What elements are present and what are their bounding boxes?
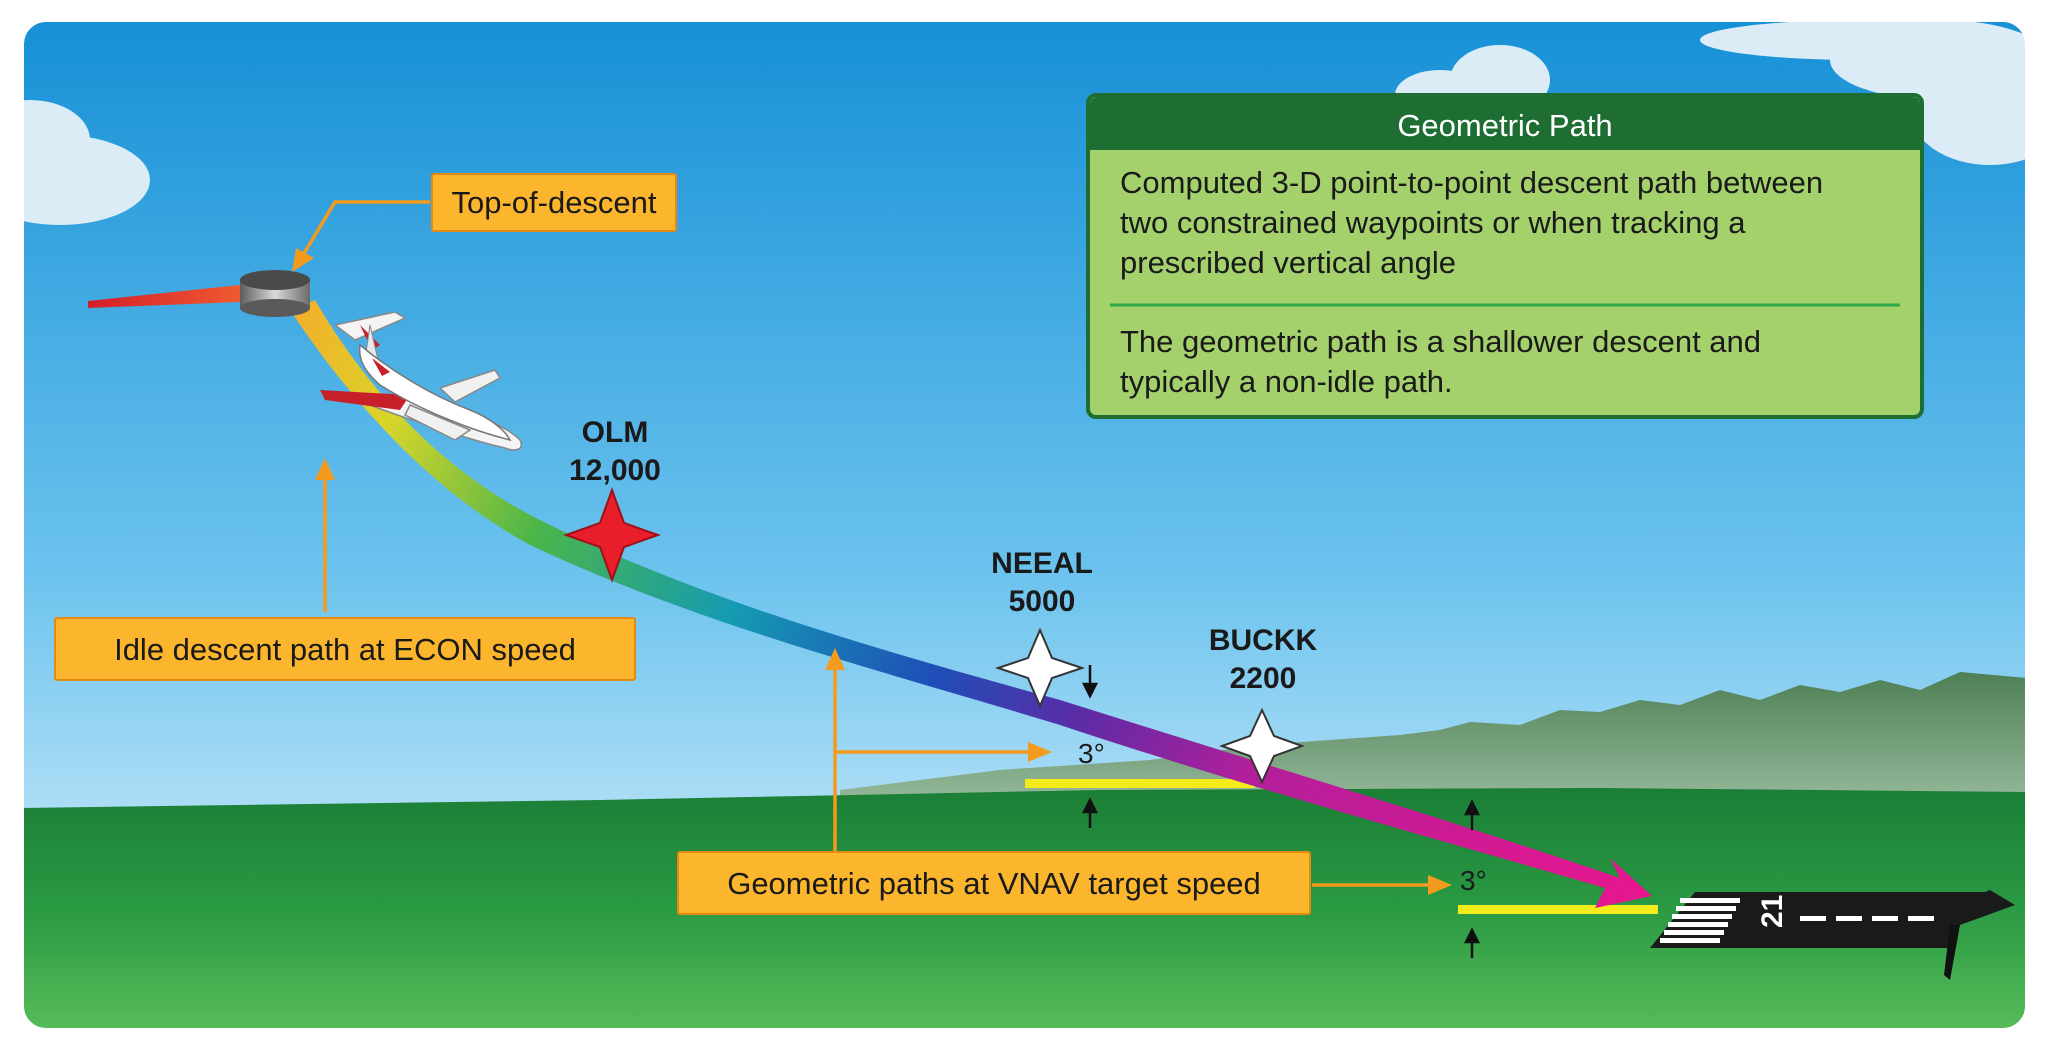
waypoint-altitude: 12,000	[569, 454, 661, 487]
callout-label: Geometric paths at VNAV target speed	[727, 866, 1261, 901]
callout-label: Idle descent path at ECON speed	[114, 632, 576, 667]
leader-lines	[298, 200, 1430, 887]
waypoint-name: BUCKK	[1209, 624, 1318, 657]
waypoint-star-icon	[1219, 707, 1305, 785]
info-box-text: The geometric path is a shallower descen…	[1120, 324, 1761, 359]
callout-top-of-descent: Top-of-descent	[431, 173, 677, 232]
waypoint-star-icon	[994, 627, 1086, 709]
waypoint-star-icon	[562, 487, 662, 583]
info-box-text: prescribed vertical angle	[1120, 245, 1456, 280]
waypoint-name: OLM	[582, 416, 649, 449]
runway: 21	[1650, 890, 2015, 980]
airplane-icon	[320, 311, 522, 451]
runway-number: 21	[1756, 895, 1789, 928]
callout-geometric-paths: Geometric paths at VNAV target speed	[677, 851, 1311, 915]
glide-reference-line-2	[1458, 905, 1658, 914]
waypoint-name: NEEAL	[991, 547, 1093, 580]
info-box-text: typically a non-idle path.	[1120, 364, 1453, 399]
altitude-markers	[1081, 665, 1481, 958]
waypoint-altitude: 2200	[1230, 662, 1297, 695]
glide-reference-line-1	[1025, 779, 1255, 788]
waypoint-altitude: 5000	[1009, 585, 1076, 618]
descent-path	[290, 300, 1652, 908]
angle-label-1: 3°	[1078, 738, 1105, 769]
top-of-descent-marker	[240, 270, 310, 317]
waypoint-buckk: BUCKK 2200	[1209, 624, 1318, 785]
callout-idle-descent: Idle descent path at ECON speed	[54, 617, 636, 681]
info-box-geometric-path: Geometric Path Computed 3-D point-to-poi…	[1086, 93, 1924, 419]
clouds	[22, 20, 2027, 225]
info-box-title: Geometric Path	[1397, 108, 1612, 143]
cruise-level-bar	[88, 285, 240, 308]
info-box-text: Computed 3-D point-to-point descent path…	[1120, 165, 1823, 200]
waypoint-olm: OLM 12,000	[562, 416, 662, 583]
callout-label: Top-of-descent	[451, 185, 656, 220]
angle-label-2: 3°	[1460, 865, 1487, 896]
leader-arrowheads	[292, 248, 1452, 895]
waypoint-neeal: NEEAL 5000	[991, 547, 1093, 709]
frame-border	[20, 18, 2029, 1032]
info-box-text: two constrained waypoints or when tracki…	[1120, 205, 1746, 240]
